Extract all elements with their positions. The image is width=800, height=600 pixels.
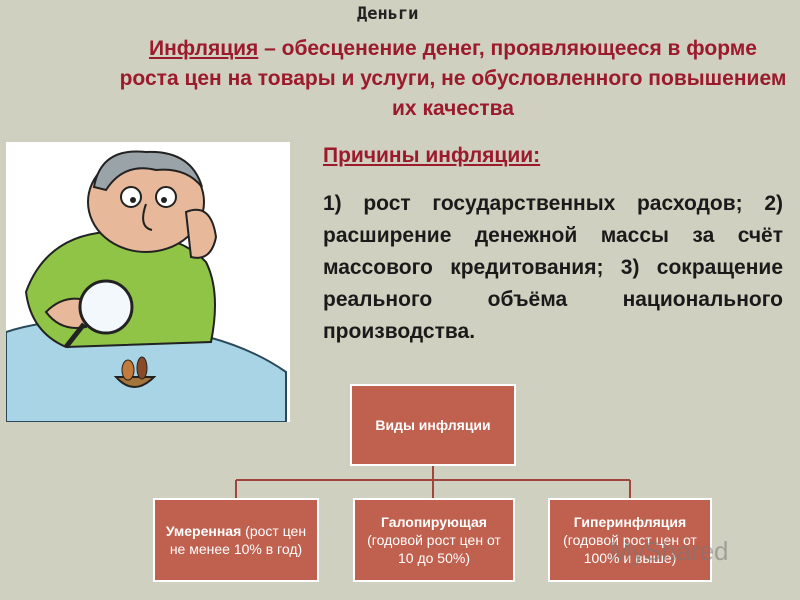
slide-title: Деньги (357, 4, 419, 24)
cartoon-illustration (5, 142, 290, 423)
type-galloping: Галопирующая (годовой рост цен от 10 до 5… (353, 498, 515, 582)
type-moderate: Умеренная (рост цен не менее 10% в год) (153, 498, 319, 582)
causes-heading: Причины инфляции: (323, 144, 541, 167)
inflation-types-root: Виды инфляции (350, 384, 516, 466)
old-man-magnifier-image (5, 150, 287, 423)
type-hyper-desc: (годовой рост цен от 100% и выше) (563, 532, 697, 566)
type-galloping-desc: (годовой рост цен от 10 до 50%) (367, 532, 501, 566)
watermark-logo: MyShared (610, 536, 729, 566)
type-hyper-name: Гиперинфляция (573, 514, 687, 530)
type-hyper: Гиперинфляция (годовой рост цен от 100% и… (548, 498, 712, 582)
definition-term: Инфляция (148, 37, 259, 60)
definition-text: – обесценение денег, проявляющееся в фор… (119, 37, 787, 120)
inflation-definition: Инфляция – обесценение денег, проявляюще… (118, 34, 788, 124)
type-galloping-name: Галопирующая (381, 514, 487, 530)
type-moderate-name: Умеренная (165, 523, 242, 539)
causes-text: 1) рост государственных расходов; 2) рас… (323, 192, 783, 343)
type-moderate-desc: (рост цен не менее 10% в год) (169, 523, 307, 557)
